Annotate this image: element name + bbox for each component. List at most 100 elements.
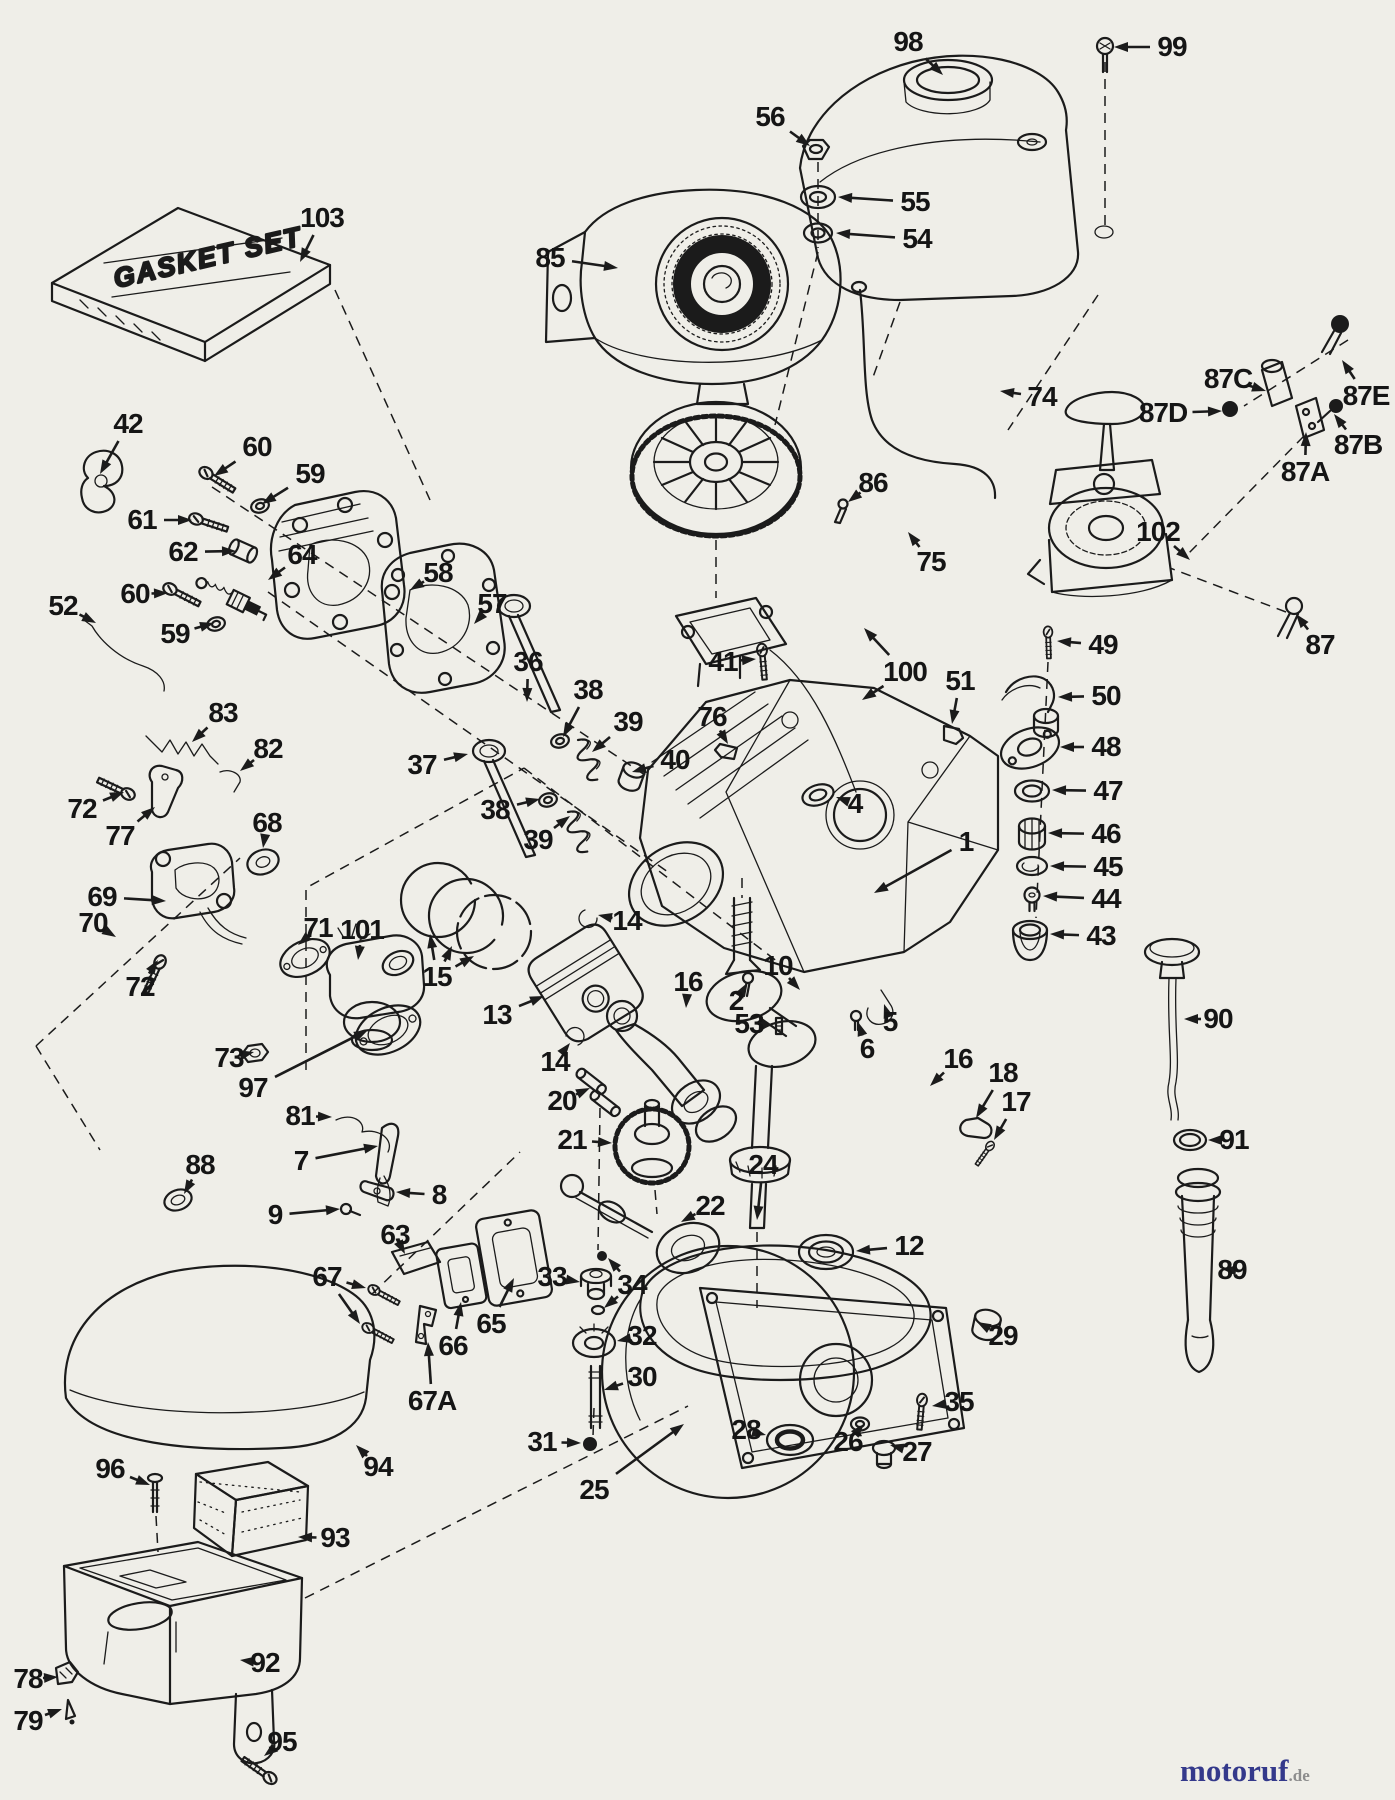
part-label-87C-10: 87C (1203, 363, 1253, 394)
part-label-41-35: 41 (708, 646, 738, 677)
leader-line (104, 440, 120, 466)
part-label-82-94: 82 (253, 733, 283, 764)
oil-fill-tube-89 (1174, 1167, 1222, 1374)
leader-arrowhead (758, 1019, 773, 1030)
leader-arrowhead (575, 1088, 590, 1099)
leader-arrowhead (734, 984, 746, 999)
part-label-12-63: 12 (894, 1230, 924, 1261)
part-label-60-23: 60 (120, 578, 150, 609)
leader-arrowhead (240, 758, 255, 771)
leader-arrowhead (850, 1424, 864, 1438)
leader-line (337, 1293, 355, 1316)
leader-arrowhead (1050, 861, 1065, 872)
leader-arrowhead (848, 489, 863, 502)
leader-arrowhead (1052, 785, 1067, 796)
leader-arrowhead (101, 925, 116, 937)
leader-arrowhead (100, 459, 112, 474)
wrist-pin-clip-14 (578, 909, 598, 929)
leader-arrowhead (632, 763, 647, 774)
part-label-93-105: 93 (320, 1522, 350, 1553)
leader-arrowhead (592, 739, 606, 752)
leader-arrowhead (598, 912, 613, 923)
leader-arrowhead (347, 1309, 360, 1324)
watermark-brand[interactable]: motoruf (1180, 1753, 1289, 1788)
part-label-31-76: 31 (527, 1426, 557, 1457)
spacer-62 (227, 538, 259, 564)
leader-arrowhead (394, 1239, 405, 1254)
dowel-53 (774, 1016, 784, 1036)
leader-arrowhead (751, 1426, 766, 1437)
leader-arrowhead (994, 1125, 1006, 1140)
part-label-90-67: 90 (1203, 1003, 1233, 1034)
watermark[interactable]: motoruf.de (1180, 1753, 1310, 1789)
leader-arrowhead (753, 1205, 764, 1220)
dipstick-90 (1143, 937, 1201, 1121)
leader-arrowhead (930, 1072, 944, 1086)
tank-screw-99 (1095, 36, 1115, 74)
part-label-57-27: 57 (477, 588, 507, 619)
part-label-87E-12: 87E (1342, 380, 1391, 411)
leader-arrowhead (441, 946, 452, 961)
part-label-54-5: 54 (902, 223, 932, 254)
leader-line (866, 1246, 888, 1252)
leader-arrowhead (603, 261, 618, 271)
leader-arrowhead (608, 1258, 622, 1272)
part-label-10-53: 10 (763, 950, 793, 981)
part-label-70-97: 70 (78, 907, 108, 938)
washer-47 (1013, 779, 1051, 803)
muffler-plate-65 (475, 1209, 553, 1307)
clip-18 (959, 1116, 993, 1140)
part-label-28-74: 28 (731, 1414, 761, 1445)
leader-arrowhead (178, 515, 192, 525)
stud-30 (588, 1364, 603, 1430)
part-label-65-84: 65 (476, 1308, 506, 1339)
washer-55 (799, 184, 837, 210)
leader-arrowhead (199, 621, 214, 632)
leader-arrowhead (932, 1399, 947, 1409)
choke-wire-81 (335, 1116, 390, 1153)
part-label-100-37: 100 (883, 656, 928, 687)
leader-arrowhead (81, 612, 96, 623)
leader-arrowhead (555, 816, 570, 829)
tappet-40 (617, 761, 646, 792)
leader-line (882, 848, 953, 889)
part-label-67-82: 67 (312, 1261, 342, 1292)
pin-79 (64, 1698, 77, 1725)
leader-arrowhead (741, 655, 756, 666)
assembly-dash-lines (35, 62, 1349, 1599)
gasket-68 (246, 848, 280, 876)
deflector-63 (390, 1240, 442, 1276)
part-label-18-65: 18 (988, 1057, 1018, 1088)
leader-arrowhead (836, 797, 851, 807)
fuel-line-end (850, 280, 868, 294)
leader-arrowhead (1184, 1014, 1198, 1024)
part-label-45-44: 45 (1093, 851, 1123, 882)
part-label-37-31: 37 (407, 749, 437, 780)
watermark-tld[interactable]: .de (1288, 1766, 1310, 1785)
part-label-39-30: 39 (613, 706, 643, 737)
leader-arrowhead (192, 728, 206, 742)
leader-arrowhead (351, 1279, 366, 1290)
governor-ring-4 (801, 783, 835, 807)
part-label-74-7: 74 (1027, 381, 1057, 412)
part-label-20-59: 20 (547, 1085, 577, 1116)
leader-arrowhead (298, 932, 312, 945)
leader-arrowhead (353, 1030, 368, 1041)
wrist-pin-clip-14b (565, 1026, 585, 1046)
part-label-33-80: 33 (537, 1261, 567, 1292)
leader-line (274, 1033, 359, 1079)
leader-arrowhead (836, 229, 851, 240)
leader-arrowhead (681, 1210, 696, 1222)
part-label-98-1: 98 (893, 26, 923, 57)
leader-arrowhead (363, 1143, 378, 1154)
blower-housing (544, 188, 842, 406)
plug-27 (871, 1439, 897, 1470)
leader-line (980, 1089, 994, 1110)
head-gasket-57 (380, 542, 506, 694)
part-label-87-16: 87 (1305, 629, 1335, 660)
wrist-pin-20 (575, 1067, 621, 1118)
part-label-46-43: 46 (1091, 818, 1121, 849)
leader-line (756, 1181, 763, 1210)
part-label-15-57: 15 (422, 961, 452, 992)
